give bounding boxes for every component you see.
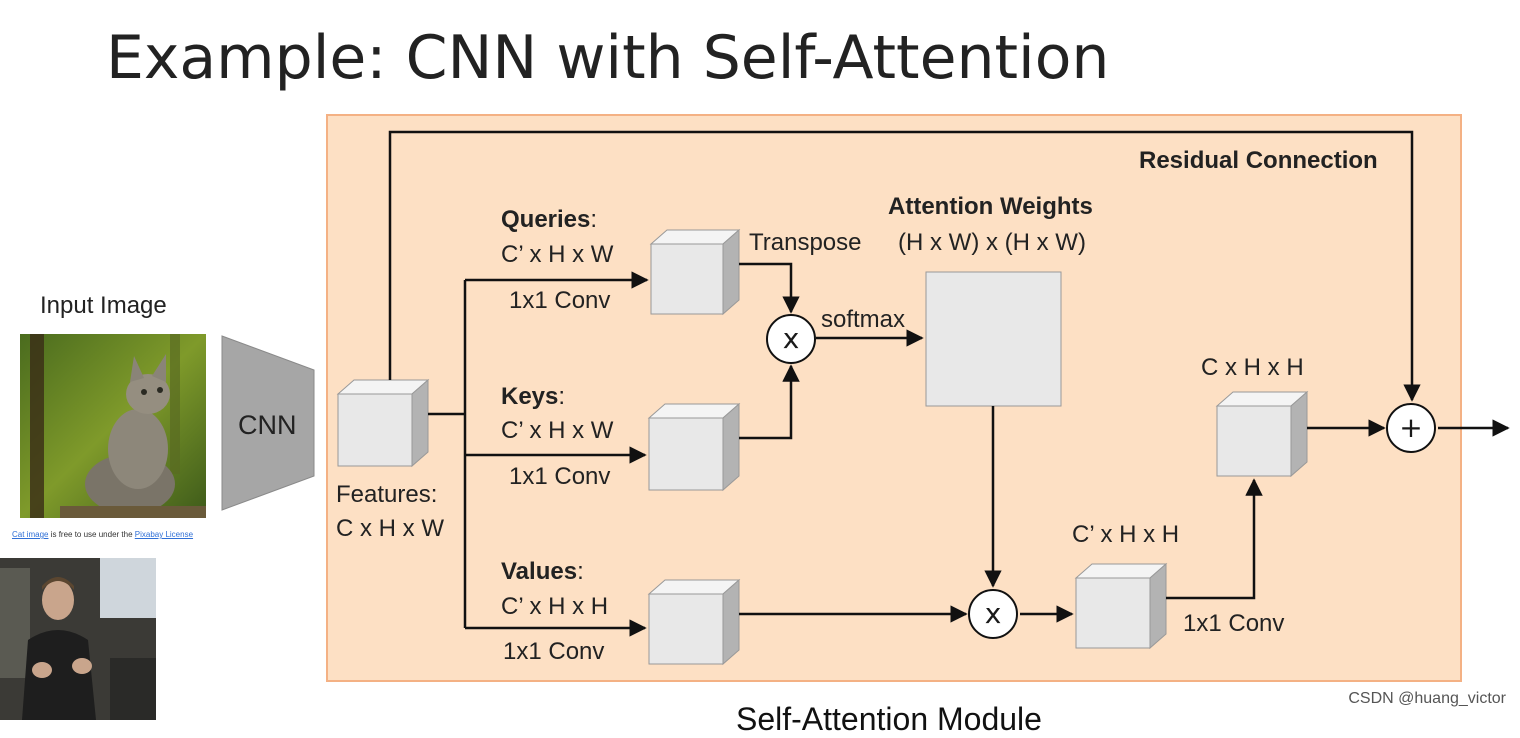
attention-weights-label: Attention Weights <box>888 193 1093 220</box>
image-credit: Cat image is free to use under the Pixab… <box>12 530 193 540</box>
values-label: Values <box>501 558 578 585</box>
queries-cube <box>649 228 741 316</box>
slide-title: Example: CNN with Self-Attention <box>106 23 1110 93</box>
keys-colon: : <box>558 383 566 410</box>
residual-connection-label: Residual Connection <box>1139 147 1378 174</box>
keys-label: Keys <box>501 383 559 410</box>
transpose-label: Transpose <box>749 229 862 256</box>
keys-cube <box>647 402 741 492</box>
final-conv-label: 1x1 Conv <box>1183 610 1285 637</box>
values-conv-label: 1x1 Conv <box>503 638 605 665</box>
multiply-operator-qk: x <box>766 314 816 364</box>
cat-photo <box>20 334 206 518</box>
features-dims: C x H x W <box>336 515 444 542</box>
pixabay-license-link[interactable]: Pixabay License <box>134 530 194 539</box>
softmax-label: softmax <box>821 306 906 333</box>
queries-colon: : <box>590 206 598 233</box>
queries-dims: C’ x H x W <box>501 241 614 268</box>
cat-image-link[interactable]: Cat image <box>12 530 49 539</box>
add-operator: + <box>1386 403 1436 453</box>
credit-text: is free to use under the <box>50 530 133 539</box>
product-to-output <box>1166 478 1263 600</box>
queries-label: Queries <box>501 206 591 233</box>
queries-conv-label: 1x1 Conv <box>509 287 611 314</box>
attention-weights-dims: (H x W) x (H x W) <box>898 229 1086 256</box>
output-cube <box>1215 390 1309 478</box>
cnn-label: CNN <box>238 410 297 440</box>
output-dims: C x H x H <box>1201 354 1304 381</box>
queries-heading: Queries: <box>501 206 597 234</box>
keys-heading: Keys: <box>501 383 565 411</box>
module-caption: Self-Attention Module <box>736 701 1042 737</box>
values-dims: C’ x H x H <box>501 593 609 620</box>
values-heading: Values: <box>501 558 584 586</box>
residual-line <box>388 130 1421 402</box>
values-colon: : <box>577 558 584 585</box>
speaker-video-thumbnail <box>0 558 156 720</box>
queries-to-multiply <box>739 262 800 314</box>
product-dims: C’ x H x H <box>1072 521 1180 548</box>
keys-conv-label: 1x1 Conv <box>509 463 611 490</box>
keys-dims: C’ x H x W <box>501 417 614 444</box>
input-image-label: Input Image <box>40 292 167 319</box>
attention-weights-matrix <box>925 271 1062 407</box>
keys-to-multiply <box>739 364 800 440</box>
values-cube <box>647 578 741 666</box>
multiply-operator-av: x <box>968 589 1018 639</box>
features-cube <box>336 378 430 468</box>
cnn-block <box>221 335 315 511</box>
watermark: CSDN @huang_victor <box>1348 690 1506 707</box>
product-cube <box>1074 562 1168 650</box>
features-label: Features: <box>336 481 438 508</box>
diagram-canvas <box>221 130 1510 666</box>
